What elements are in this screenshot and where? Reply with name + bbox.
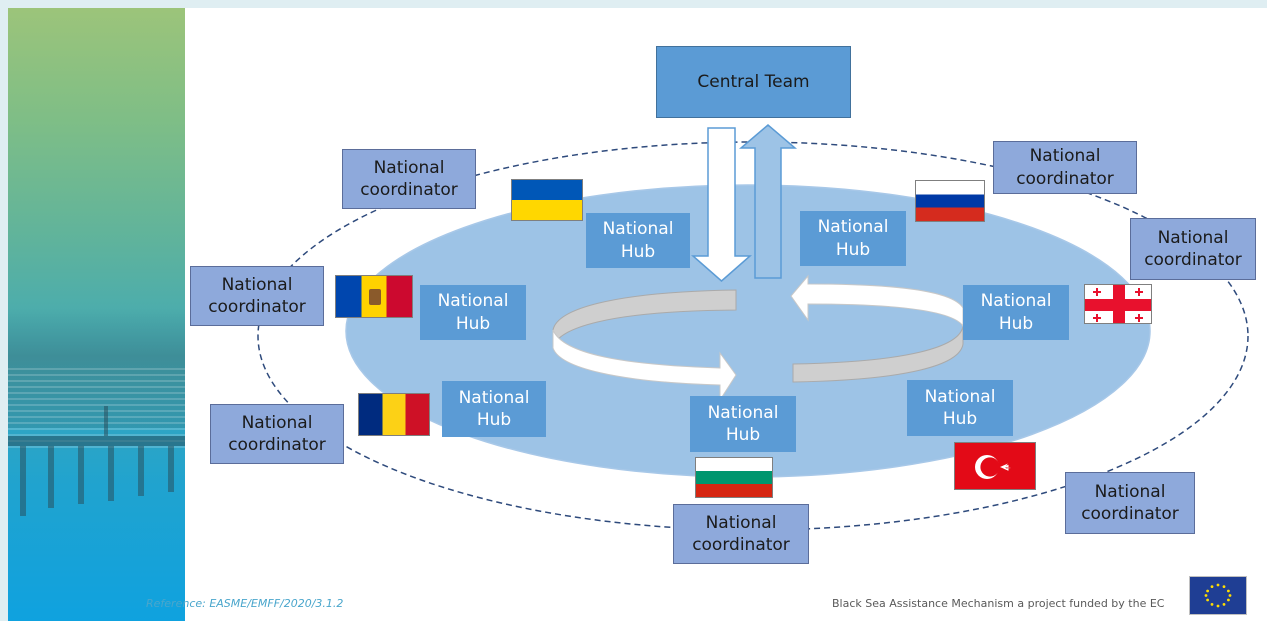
georgia-flag-icon	[1084, 284, 1152, 324]
hill-shape	[8, 308, 185, 428]
national-hub-moldova: National Hub	[420, 285, 526, 340]
flow-arrow-front	[552, 329, 737, 402]
national-hub-romania: National Hub	[442, 381, 546, 437]
flow-arrow-back	[790, 274, 964, 328]
reference-text: Reference: EASME/EMFF/2020/3.1.2	[146, 597, 344, 610]
russia-flag-icon	[915, 180, 985, 222]
coordinator-label: National coordinator	[1081, 481, 1179, 524]
hub-label: National Hub	[707, 402, 779, 445]
eu-flag-icon	[1189, 576, 1247, 615]
central-team-label: Central Team	[697, 71, 810, 92]
national-coordinator-georgia: National coordinator	[1130, 218, 1256, 280]
up-arrow	[738, 124, 798, 279]
national-coordinator-turkey: National coordinator	[1065, 472, 1195, 534]
coordinator-label: National coordinator	[1144, 227, 1242, 270]
turkey-flag-icon	[954, 442, 1036, 490]
romania-flag-icon	[358, 393, 430, 436]
national-hub-bulgaria: National Hub	[690, 396, 796, 452]
national-hub-ukraine: National Hub	[586, 213, 690, 268]
coordinator-label: National coordinator	[1016, 146, 1114, 189]
coat-of-arms-icon	[369, 289, 381, 305]
national-hub-turkey: National Hub	[907, 380, 1013, 436]
person-silhouette	[104, 406, 108, 436]
national-coordinator-russia: National coordinator	[993, 141, 1137, 194]
down-arrow	[691, 127, 752, 282]
national-hub-georgia: National Hub	[963, 285, 1069, 340]
coordinator-label: National coordinator	[208, 274, 306, 317]
national-coordinator-moldova: National coordinator	[190, 266, 324, 326]
pier-deck	[8, 436, 185, 446]
pier-post	[78, 446, 84, 504]
hub-label: National Hub	[924, 386, 996, 429]
slide: Central Team National Hub National Hub N…	[8, 8, 1267, 621]
ukraine-flag-icon	[511, 179, 583, 221]
hub-label: National Hub	[602, 219, 674, 262]
pier-post	[48, 446, 54, 508]
national-coordinator-ukraine: National coordinator	[342, 149, 476, 209]
pier-post	[168, 446, 174, 492]
coordinator-label: National coordinator	[692, 512, 790, 555]
coordinator-label: National coordinator	[360, 157, 458, 200]
moldova-flag-icon	[335, 275, 413, 318]
pier-post	[108, 446, 114, 501]
pier-post	[138, 446, 144, 496]
georgia-crosses	[1085, 285, 1151, 323]
hub-label: National Hub	[980, 291, 1052, 334]
bulgaria-flag-icon	[695, 457, 773, 498]
central-team-box: Central Team	[656, 46, 851, 118]
hub-label: National Hub	[817, 217, 889, 260]
funding-text: Black Sea Assistance Mechanism a project…	[832, 597, 1165, 610]
national-hub-russia: National Hub	[800, 211, 906, 266]
sidebar-photo	[8, 8, 185, 621]
coordinator-label: National coordinator	[228, 412, 326, 455]
water-shape	[8, 368, 185, 448]
hub-label: National Hub	[437, 291, 509, 334]
hub-label: National Hub	[458, 387, 530, 430]
national-coordinator-bulgaria: National coordinator	[673, 504, 809, 564]
crescent-star	[975, 455, 1012, 479]
eu-stars	[1204, 583, 1232, 608]
national-coordinator-romania: National coordinator	[210, 404, 344, 464]
pier-post	[20, 446, 26, 516]
